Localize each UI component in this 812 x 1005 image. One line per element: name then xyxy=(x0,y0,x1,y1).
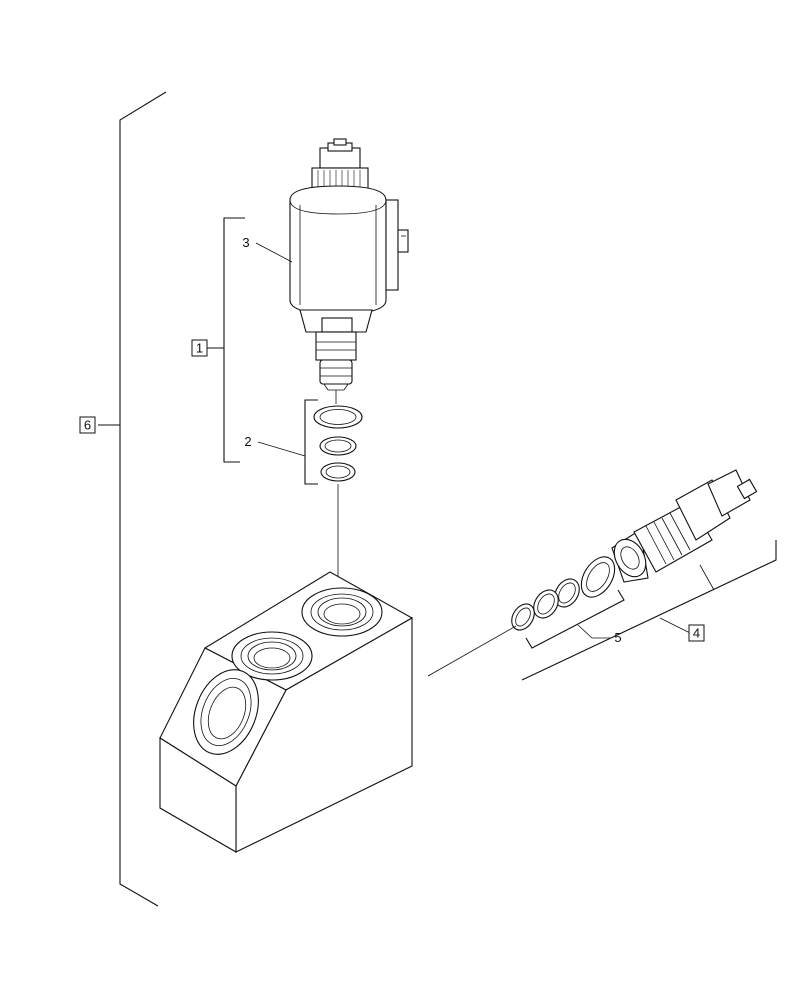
assembly-bracket-6 xyxy=(98,91,167,907)
solenoid-valve-3 xyxy=(289,138,409,404)
callout-6-label: 6 xyxy=(84,418,91,433)
callout-1: 1 xyxy=(191,339,208,357)
assembly-axis-line-2 xyxy=(427,625,517,677)
callout-6: 6 xyxy=(79,416,96,434)
leader-4 xyxy=(521,540,777,681)
cartridge-valve-4 xyxy=(611,469,758,583)
callout-3-label: 3 xyxy=(242,235,249,250)
callout-2-label: 2 xyxy=(244,434,251,449)
seal-set-5 xyxy=(511,556,625,649)
valve-block xyxy=(159,571,414,853)
seal-kit-2 xyxy=(257,399,363,485)
callout-5-label: 5 xyxy=(614,630,621,645)
subassembly-bracket-1 xyxy=(207,217,245,463)
leader-3 xyxy=(255,242,293,263)
callout-4-label: 4 xyxy=(693,626,700,641)
callout-1-label: 1 xyxy=(196,341,203,356)
callout-4: 4 xyxy=(688,624,705,642)
